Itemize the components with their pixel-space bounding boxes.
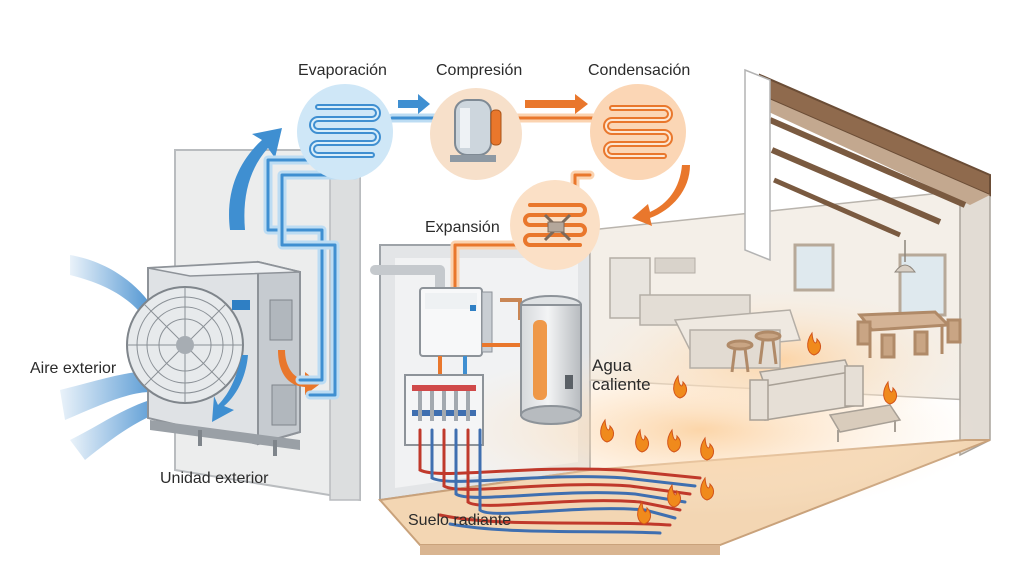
indoor-unit [419,287,522,380]
condenser-bubble [590,84,686,180]
label-condensation: Condensación [588,62,691,79]
evaporator-bubble [297,84,393,180]
label-outdoor-unit: Unidad exterior [160,470,269,487]
hot-water-tank [520,295,582,425]
outdoor-unit [126,260,320,456]
label-compression: Compresión [436,62,523,79]
expansion-bubble [510,180,600,270]
label-evaporation: Evaporación [298,62,387,79]
compressor-bubble [430,88,522,180]
cycle-arrows [398,94,690,226]
underfloor-loops [418,428,702,535]
label-underfloor-heating: Suelo radiante [408,512,512,529]
label-expansion: Expansión [425,219,500,236]
label-outdoor-air: Aire exterior [30,360,117,377]
heat-flames [600,331,898,525]
label-hot-water: Agua caliente [592,356,651,394]
